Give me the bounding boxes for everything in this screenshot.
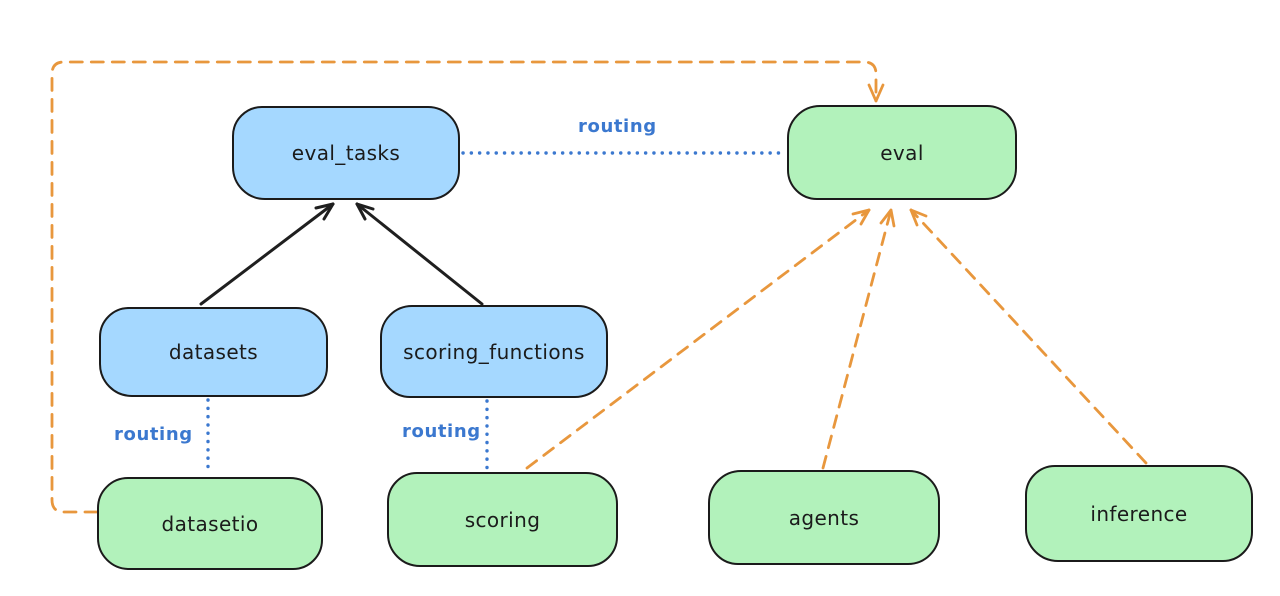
node-datasets-label: datasets — [168, 340, 259, 364]
node-eval-tasks: eval_tasks — [232, 106, 460, 200]
node-scoring-label: scoring — [464, 507, 541, 532]
edge-label-routing-scoring-functions-scoring: routing — [402, 421, 481, 442]
edge-scoring_functions-eval_tasks-solid — [355, 202, 484, 306]
edge-datasets-eval_tasks-solid — [199, 202, 335, 306]
edge-agents-eval-dashed — [821, 208, 893, 470]
node-scoring-functions-label: scoring_functions — [403, 339, 585, 364]
node-agents-label: agents — [788, 505, 860, 530]
node-inference-label: inference — [1090, 501, 1188, 526]
arrowhead-inference-eval — [909, 208, 928, 227]
node-scoring-functions: scoring_functions — [380, 305, 608, 398]
node-datasetio: datasetio — [97, 477, 323, 570]
edge-label-routing-datasets-datasetio: routing — [114, 424, 193, 445]
node-eval: eval — [787, 105, 1017, 200]
node-datasets: datasets — [99, 307, 328, 397]
edge-label-routing-eval-tasks-eval: routing — [578, 116, 657, 137]
node-datasetio-label: datasetio — [161, 511, 259, 536]
arrowhead-datasetio-eval — [867, 83, 885, 103]
node-inference: inference — [1025, 465, 1253, 562]
arrowhead-datasets-eval_tasks — [314, 202, 335, 221]
arrowhead-scoring-eval — [851, 208, 871, 226]
node-eval-tasks-label: eval_tasks — [291, 141, 401, 165]
node-agents: agents — [708, 470, 940, 565]
node-eval-label: eval — [880, 140, 924, 165]
node-scoring: scoring — [387, 472, 618, 567]
edge-inference-eval-dashed — [909, 208, 1148, 465]
arrowhead-scoring_functions-eval_tasks — [355, 202, 375, 221]
arrowhead-agents-eval — [879, 208, 896, 228]
